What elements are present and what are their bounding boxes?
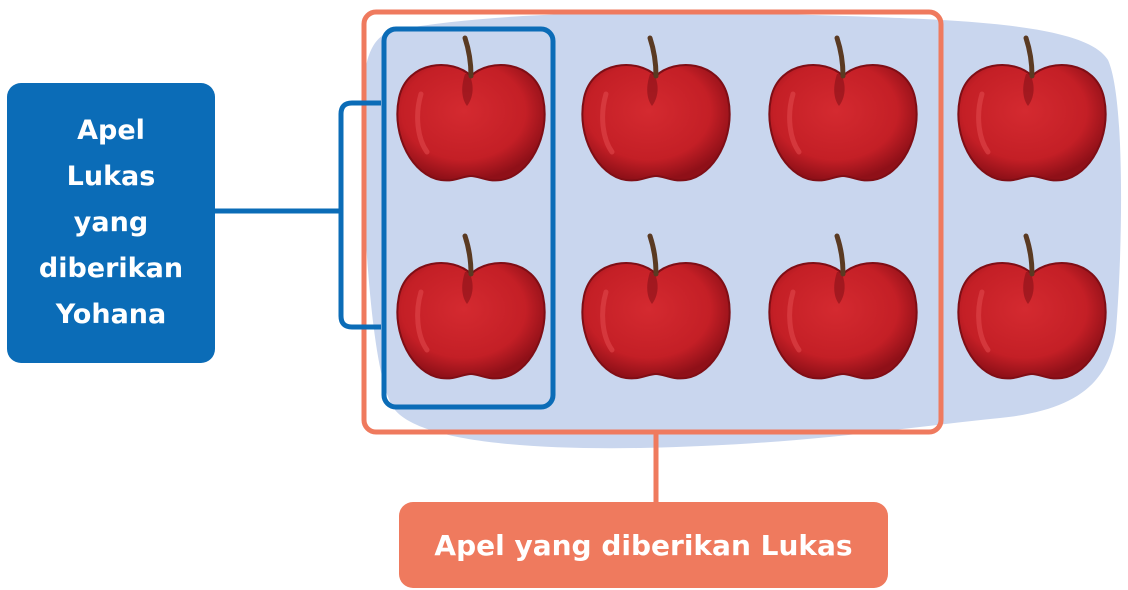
blue-bracket <box>338 100 381 330</box>
blue-label-line: Apel <box>77 115 145 146</box>
blue-label-text: Apel Lukas yang diberikan Yohana <box>39 108 183 338</box>
blue-label-box: Apel Lukas yang diberikan Yohana <box>7 83 215 363</box>
orange-label-box: Apel yang diberikan Lukas <box>399 502 888 588</box>
orange-label-text: Apel yang diberikan Lukas <box>434 528 853 562</box>
blue-label-line: Lukas <box>66 161 156 192</box>
blue-group-box <box>381 26 556 410</box>
blue-label-line: yang <box>73 207 149 238</box>
blue-label-line: diberikan <box>38 253 184 284</box>
orange-group-box <box>361 9 944 435</box>
blue-label-line: Yohana <box>55 299 167 330</box>
